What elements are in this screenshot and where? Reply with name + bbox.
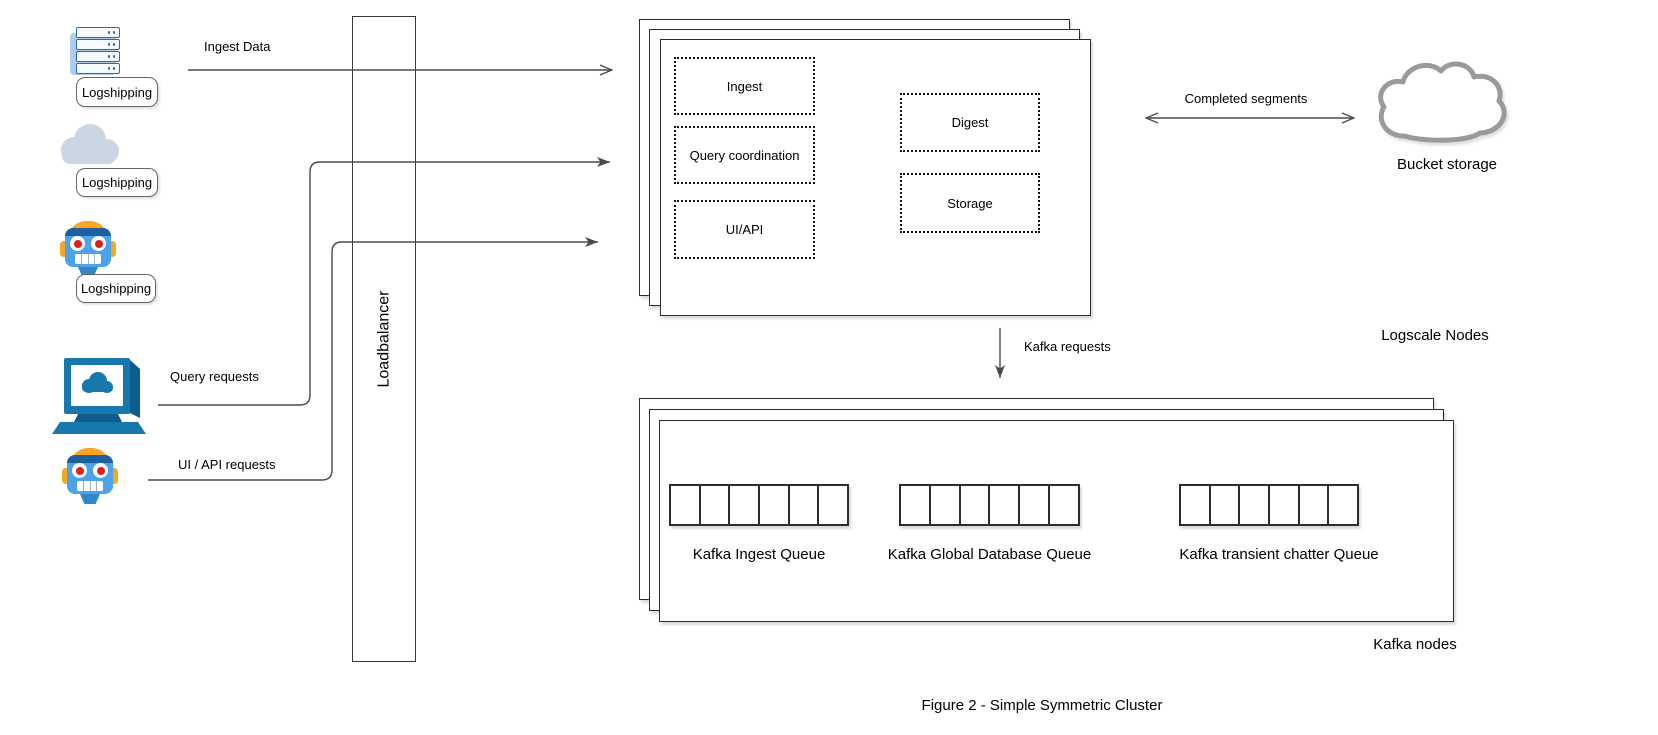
component-label: Ingest <box>726 78 763 94</box>
robot-icon <box>62 448 118 506</box>
logscale-component-digest: Digest <box>900 93 1040 152</box>
kafka-transient-chatter-queue-label: Kafka transient chatter Queue <box>1179 546 1379 563</box>
logscale-component-query-coordination: Query coordination <box>674 126 815 184</box>
computer-terminal-icon <box>52 358 146 434</box>
queue-cell <box>1048 486 1078 524</box>
logscale-component-ingest: Ingest <box>674 57 815 115</box>
bucket-storage-label: Bucket storage <box>1396 156 1498 173</box>
queue-cell <box>1181 486 1209 524</box>
kafka-global-database-queue-label: Kafka Global Database Queue <box>887 546 1092 563</box>
loadbalancer-label: Loadbalancer <box>375 290 392 388</box>
queue-cell <box>1018 486 1048 524</box>
ingest-data-label: Ingest Data <box>204 39 271 54</box>
kafka-global-database-queue <box>899 484 1080 526</box>
queue-cell <box>728 486 758 524</box>
queue-cell <box>698 486 729 524</box>
queue-cell <box>1238 486 1268 524</box>
queue-cell <box>671 486 699 524</box>
cloud-icon <box>61 124 119 164</box>
logshipping-label: Logshipping <box>81 175 153 190</box>
queue-cell <box>928 486 959 524</box>
server-stack-icon <box>70 27 122 77</box>
logscale-nodes-label: Logscale Nodes <box>1381 327 1489 344</box>
query-requests-label: Query requests <box>170 369 259 384</box>
queue-cell <box>817 486 847 524</box>
robot-icon <box>60 221 116 279</box>
logshipping-bubble-cloud: Logshipping <box>76 168 158 197</box>
kafka-requests-label: Kafka requests <box>1024 339 1111 354</box>
bucket-storage-cloud-icon <box>1378 61 1507 143</box>
ui-api-requests-label: UI / API requests <box>178 457 276 472</box>
queue-cell <box>787 486 818 524</box>
queue-cell <box>1297 486 1328 524</box>
component-label: Query coordination <box>689 147 800 163</box>
logscale-component-storage: Storage <box>900 173 1040 233</box>
queue-cell <box>988 486 1018 524</box>
completed-segments-label: Completed segments <box>1184 91 1308 106</box>
logshipping-label: Logshipping <box>81 84 153 100</box>
kafka-transient-chatter-queue <box>1179 484 1359 526</box>
logshipping-bubble-server: Logshipping <box>76 77 158 107</box>
logshipping-bubble-robot: Logshipping <box>76 274 156 303</box>
queue-cell <box>1208 486 1239 524</box>
kafka-ingest-queue-label: Kafka Ingest Queue <box>692 546 826 563</box>
loadbalancer-box: Loadbalancer <box>352 16 416 662</box>
queue-cell <box>901 486 929 524</box>
component-label: Storage <box>947 195 993 211</box>
logscale-component-ui-api: UI/API <box>674 200 815 259</box>
component-label: UI/API <box>725 222 764 237</box>
queue-cell <box>1268 486 1298 524</box>
kafka-ingest-queue <box>669 484 849 526</box>
component-label: Digest <box>951 115 989 130</box>
queue-cell <box>1327 486 1357 524</box>
queue-cell <box>758 486 788 524</box>
queue-cell <box>958 486 989 524</box>
kafka-nodes-label: Kafka nodes <box>1373 636 1457 653</box>
logshipping-label: Logshipping <box>80 281 152 296</box>
figure-caption: Figure 2 - Simple Symmetric Cluster <box>921 697 1163 714</box>
